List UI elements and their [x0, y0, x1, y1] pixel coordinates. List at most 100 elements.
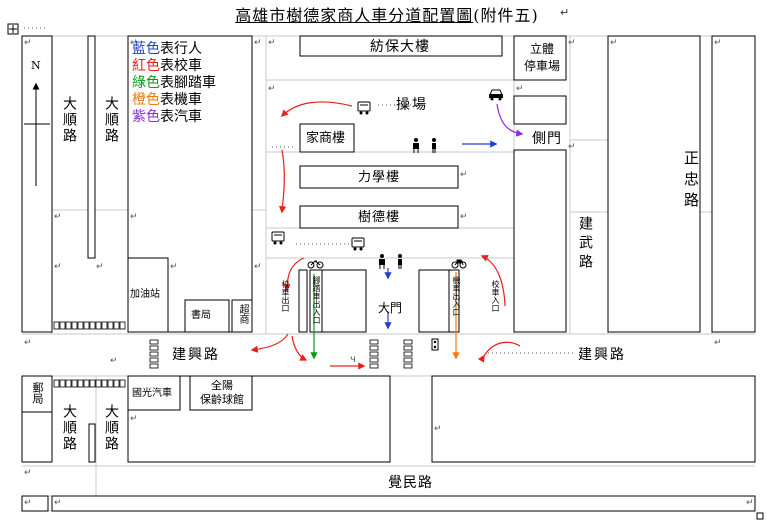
- gym-parking-text: 立體停車場: [523, 42, 560, 73]
- bicycle-icon: [307, 260, 324, 269]
- legend-row-bicycle: 綠色表腳踏車: [132, 75, 216, 92]
- legend-text: 表校車: [160, 58, 202, 74]
- paragraph-mark: ↵: [130, 38, 138, 48]
- building-label-main-gate: 大門: [378, 301, 403, 315]
- building-label-bus-exit: 校車出口: [281, 280, 290, 312]
- legend-color-word: 橙色: [132, 92, 160, 108]
- bowling-text: 全陽保齡球館: [200, 379, 244, 406]
- car-icon: [489, 89, 503, 101]
- pedestrian-icon: [398, 254, 402, 269]
- pedestrian-routes: [384, 140, 498, 330]
- title-suffix: (附件五): [473, 6, 539, 25]
- paragraph-mark: ↵: [254, 262, 262, 272]
- legend-row-pedestrian: 藍色表行人: [132, 41, 216, 58]
- pedestrian-icon: [432, 138, 436, 153]
- building-label-moto-entrance: 機車出入口: [452, 276, 461, 316]
- paragraph-mark: ↵: [130, 414, 138, 424]
- bus-icon: [357, 101, 371, 115]
- paragraph-mark: ↵: [268, 38, 276, 48]
- paragraph-mark: ↵: [54, 498, 62, 508]
- legend-row-motorcycle: 橙色表機車: [132, 92, 216, 109]
- building-blocks: [21, 35, 756, 512]
- road-label-dashun-top-left: 大順路: [61, 96, 77, 144]
- traffic-light-icon: [431, 338, 439, 351]
- north-label: N: [31, 59, 41, 72]
- legend-color-word: 藍色: [132, 41, 160, 57]
- paragraph-mark: ↵: [610, 38, 618, 48]
- bus-icon: [271, 231, 285, 245]
- paragraph-mark: ↵: [268, 84, 276, 94]
- paragraph-mark: ↵: [714, 338, 722, 348]
- legend-row-car: 紫色表汽車: [132, 109, 216, 126]
- car-route: [496, 103, 524, 137]
- legend-text: 表機車: [160, 92, 202, 108]
- building-label-supermarket: 超商: [237, 304, 248, 324]
- building-label-jiashang: 家商樓: [306, 131, 346, 146]
- legend-color-word: 紅色: [132, 58, 160, 74]
- small-box-row: [53, 321, 126, 388]
- road-label-dashun-top-right: 大順路: [103, 96, 119, 144]
- title-main: 高雄市樹德家商人車分道配置圖: [235, 6, 474, 25]
- school-bus-routes: [250, 101, 521, 370]
- building-label-playground: 操場: [396, 97, 428, 113]
- motorcycle-icon: [451, 259, 467, 269]
- paragraph-mark: ↵: [254, 38, 262, 48]
- road-label-jianxing-left: 建興路: [172, 347, 220, 363]
- legend-row-school-bus: 紅色表校車: [132, 58, 216, 75]
- legend-color-word: 綠色: [132, 75, 160, 91]
- road-label-jianxing-right: 建興路: [578, 347, 626, 363]
- paragraph-mark: ↵: [54, 262, 62, 272]
- legend-color-word: 紫色: [132, 109, 160, 125]
- north-arrow: [24, 82, 50, 186]
- building-label-lixue: 力學樓: [358, 170, 401, 185]
- legend-text: 表汽車: [160, 109, 202, 125]
- paragraph-mark: ↵: [54, 212, 62, 222]
- building-label-bowling: 全陽保齡球館: [194, 379, 250, 407]
- paragraph-mark: ↵: [746, 498, 754, 508]
- paragraph-mark: ↵: [110, 356, 118, 366]
- paragraph-mark: ↵: [24, 338, 32, 348]
- road-label-dashun-bottom-right: 大順路: [103, 404, 119, 452]
- paragraph-mark: ↵: [434, 424, 442, 434]
- bus-icon: [351, 237, 365, 251]
- pedestrian-icon: [379, 254, 385, 269]
- title-paragraph-mark: ↵: [560, 6, 570, 19]
- paragraph-mark: ↵: [24, 38, 32, 48]
- paragraph-mark: ↵: [568, 142, 576, 152]
- paragraph-mark: ↵: [130, 212, 138, 222]
- legend-text: 表腳踏車: [160, 75, 216, 91]
- paragraph-mark: ↵: [96, 262, 104, 272]
- road-label-jianwu: 建武路: [577, 216, 593, 273]
- road-label-dashun-bottom-left: 大順路: [61, 404, 77, 452]
- building-label-bookstore: 書局: [191, 310, 211, 321]
- building-label-guoguang-bus: 國光汽車: [132, 388, 172, 399]
- paragraph-mark: ↵: [568, 38, 576, 48]
- paragraph-mark: ↵: [460, 170, 468, 180]
- building-label-bus-entrance: 校車入口: [491, 280, 500, 312]
- paragraph-mark: ↵: [516, 84, 524, 94]
- building-label-side-gate: 側門: [532, 131, 562, 147]
- paragraph-mark: ↵: [170, 262, 178, 272]
- building-label-fangbao: 紡保大樓: [370, 39, 430, 55]
- building-label-bike-entrance: 腳踏車出入口: [312, 276, 321, 324]
- paragraph-mark: ↵: [714, 38, 722, 48]
- road-label-jueming: 覺民路: [388, 475, 433, 491]
- dotted-lines: [24, 27, 575, 354]
- paragraph-mark: ↵: [24, 468, 32, 478]
- paragraph-mark: ↵: [460, 212, 468, 222]
- building-label-gas-station: 加油站: [130, 289, 160, 300]
- table-move-icon: [7, 23, 19, 35]
- pedestrian-icon: [413, 138, 419, 153]
- table-resize-handle: [756, 512, 764, 520]
- building-label-post-office: 郵局: [31, 382, 44, 404]
- small-mark: ч: [350, 354, 356, 365]
- paragraph-mark: ↵: [24, 498, 32, 508]
- legend-text: 表行人: [160, 41, 202, 57]
- crosswalks: [149, 339, 413, 369]
- building-label-shude: 樹德樓: [358, 210, 401, 225]
- page-title: 高雄市樹德家商人車分道配置圖(附件五): [0, 2, 774, 26]
- legend: 藍色表行人 紅色表校車 綠色表腳踏車 橙色表機車 紫色表汽車: [132, 41, 216, 126]
- road-label-zhengzhong: 正忠路: [682, 150, 700, 213]
- building-label-gym-parking: 立體停車場: [520, 41, 564, 75]
